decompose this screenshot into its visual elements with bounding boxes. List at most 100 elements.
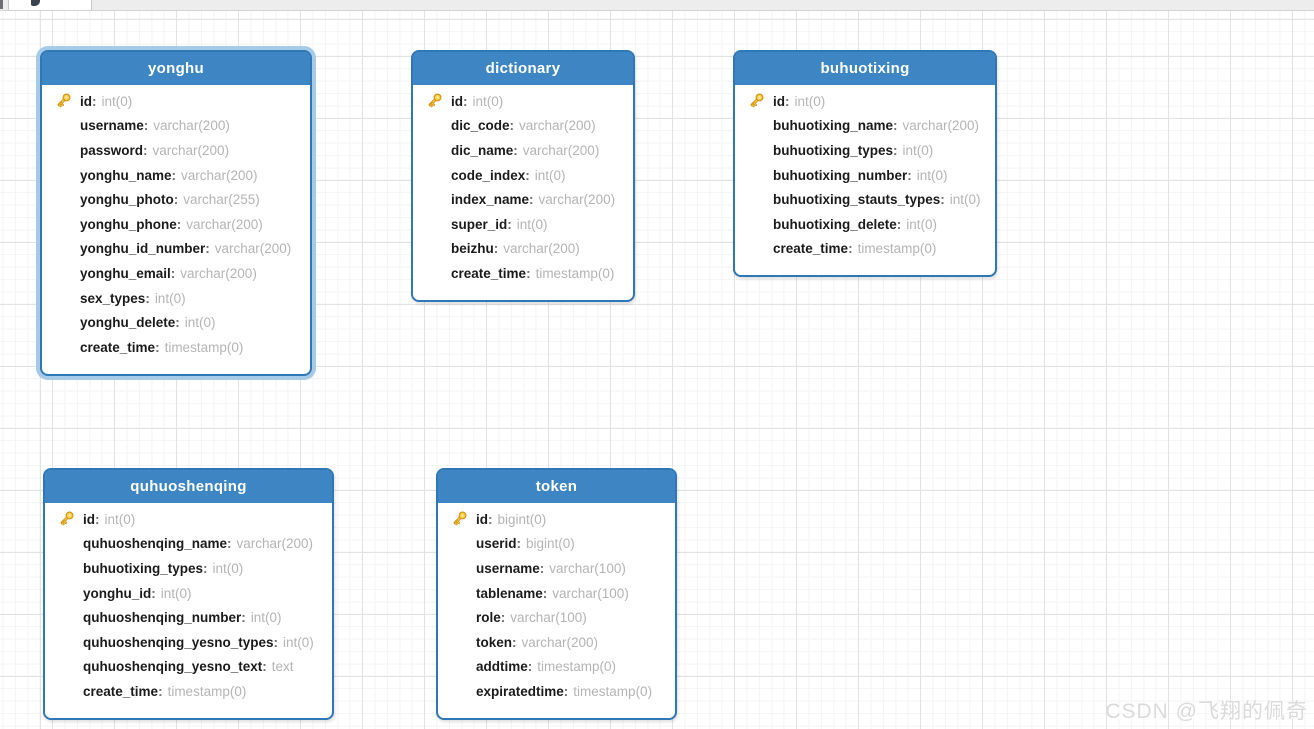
field-row[interactable]: buhuotixing_number int(0): [747, 163, 989, 188]
diagram-canvas[interactable]: yonghu id int(0) username varchar(200): [0, 10, 1314, 729]
field-name: tablename: [476, 586, 547, 601]
field-row[interactable]: expiratedtime timestamp(0): [450, 679, 669, 704]
field-type: int(0): [184, 315, 216, 331]
field-type: varchar(200): [153, 118, 230, 134]
field-row[interactable]: buhuotixing_stauts_types int(0): [747, 187, 989, 212]
field-name: index_name: [451, 192, 534, 207]
field-type: varchar(200): [503, 241, 580, 257]
field-name: yonghu_photo: [80, 192, 178, 207]
field-row[interactable]: yonghu_phone varchar(200): [54, 212, 304, 237]
field-type: varchar(100): [549, 560, 626, 576]
field-name: token: [476, 635, 517, 650]
tab-model-diagram[interactable]: [8, 0, 92, 10]
field-row[interactable]: super_id int(0): [425, 212, 627, 237]
field-row[interactable]: id int(0): [54, 89, 304, 114]
field-name: super_id: [451, 217, 512, 232]
watermark: CSDN @飞翔的佩奇: [1105, 700, 1308, 723]
field-row[interactable]: sex_types int(0): [54, 286, 304, 311]
field-row[interactable]: id int(0): [57, 507, 326, 532]
entity-table-yonghu[interactable]: yonghu id int(0) username varchar(200): [40, 50, 312, 376]
entity-table-token[interactable]: token id bigint(0) userid bigint(0): [436, 468, 677, 720]
field-row[interactable]: quhuoshenqing_yesno_types int(0): [57, 630, 326, 655]
field-name: yonghu_id: [83, 586, 156, 601]
field-name: username: [476, 561, 544, 576]
field-name: userid: [476, 536, 521, 551]
field-row[interactable]: role varchar(100): [450, 605, 669, 630]
field-name: buhuotixing_name: [773, 118, 898, 133]
field-row[interactable]: id int(0): [747, 89, 989, 114]
field-row[interactable]: create_time timestamp(0): [425, 261, 627, 286]
field-row[interactable]: buhuotixing_name varchar(200): [747, 114, 989, 139]
field-type: bigint(0): [526, 536, 575, 552]
field-name: username: [80, 118, 148, 133]
field-type: bigint(0): [497, 511, 547, 527]
field-name: create_time: [451, 266, 531, 281]
field-row[interactable]: quhuoshenqing_name varchar(200): [57, 532, 326, 557]
field-name: quhuoshenqing_number: [83, 610, 246, 625]
field-row[interactable]: yonghu_id_number varchar(200): [54, 237, 304, 262]
field-name: id: [773, 94, 790, 109]
key-icon: [453, 511, 467, 526]
field-name: expiratedtime: [476, 684, 568, 699]
field-row[interactable]: id int(0): [425, 89, 627, 114]
field-row[interactable]: index_name varchar(200): [425, 187, 627, 212]
entity-rows: id int(0) quhuoshenqing_name varchar(200…: [45, 503, 332, 718]
key-icon: [750, 93, 764, 108]
field-type: varchar(200): [186, 216, 263, 232]
field-name: dic_name: [451, 143, 518, 158]
field-name: buhuotixing_types: [773, 143, 898, 158]
field-row[interactable]: yonghu_email varchar(200): [54, 261, 304, 286]
field-name: create_time: [773, 241, 853, 256]
field-row[interactable]: yonghu_name varchar(200): [54, 163, 304, 188]
field-row[interactable]: tablename varchar(100): [450, 581, 669, 606]
field-type: int(0): [902, 142, 934, 158]
entity-title[interactable]: quhuoshenqing: [45, 470, 332, 503]
field-row[interactable]: buhuotixing_types int(0): [747, 138, 989, 163]
entity-table-dictionary[interactable]: dictionary id int(0) dic_code varchar(: [411, 50, 635, 302]
field-row[interactable]: dic_name varchar(200): [425, 138, 627, 163]
field-type: varchar(200): [236, 536, 314, 552]
field-type: int(0): [534, 167, 566, 183]
field-name: addtime: [476, 659, 532, 674]
field-type: int(0): [101, 93, 133, 109]
field-row[interactable]: username varchar(200): [54, 114, 304, 139]
field-row[interactable]: quhuoshenqing_number int(0): [57, 605, 326, 630]
field-row[interactable]: create_time timestamp(0): [747, 237, 989, 262]
entity-rows: id int(0) buhuotixing_name varchar(200): [735, 85, 995, 275]
entity-table-buhuotixing[interactable]: buhuotixing id int(0) buhuotixing_name: [733, 50, 997, 278]
field-row[interactable]: create_time timestamp(0): [54, 335, 304, 360]
field-name: beizhu: [451, 241, 498, 256]
entity-rows: id int(0) username varchar(200) password: [42, 85, 310, 374]
field-row[interactable]: buhuotixing_types int(0): [57, 556, 326, 581]
field-row[interactable]: userid bigint(0): [450, 532, 669, 557]
field-row[interactable]: buhuotixing_delete int(0): [747, 212, 989, 237]
field-row[interactable]: token varchar(200): [450, 630, 669, 655]
field-row[interactable]: addtime timestamp(0): [450, 655, 669, 680]
entity-title[interactable]: dictionary: [413, 52, 633, 85]
entity-table-quhuoshenqing[interactable]: quhuoshenqing id int(0) quhuoshenqing_na…: [43, 468, 334, 720]
field-row[interactable]: password varchar(200): [54, 138, 304, 163]
field-name: sex_types: [80, 291, 150, 306]
field-type: int(0): [160, 585, 192, 601]
field-type: varchar(100): [510, 610, 587, 626]
field-type: timestamp(0): [857, 241, 937, 257]
field-row[interactable]: id bigint(0): [450, 507, 669, 532]
field-type: timestamp(0): [537, 659, 617, 675]
field-type: timestamp(0): [164, 339, 244, 355]
field-row[interactable]: dic_code varchar(200): [425, 114, 627, 139]
field-row[interactable]: yonghu_delete int(0): [54, 310, 304, 335]
entity-rows: id int(0) dic_code varchar(200) dic_name: [413, 85, 633, 300]
field-row[interactable]: username varchar(100): [450, 556, 669, 581]
entity-title[interactable]: yonghu: [42, 52, 310, 85]
entity-title[interactable]: token: [438, 470, 675, 503]
entity-title[interactable]: buhuotixing: [735, 52, 995, 85]
field-row[interactable]: code_index int(0): [425, 163, 627, 188]
field-row[interactable]: yonghu_photo varchar(255): [54, 187, 304, 212]
field-row[interactable]: beizhu varchar(200): [425, 237, 627, 262]
field-row[interactable]: yonghu_id int(0): [57, 581, 326, 606]
field-name: dic_code: [451, 118, 514, 133]
field-name: create_time: [83, 684, 163, 699]
field-row[interactable]: quhuoshenqing_yesno_text text: [57, 655, 326, 680]
key-icon: [428, 93, 442, 108]
field-row[interactable]: create_time timestamp(0): [57, 679, 326, 704]
